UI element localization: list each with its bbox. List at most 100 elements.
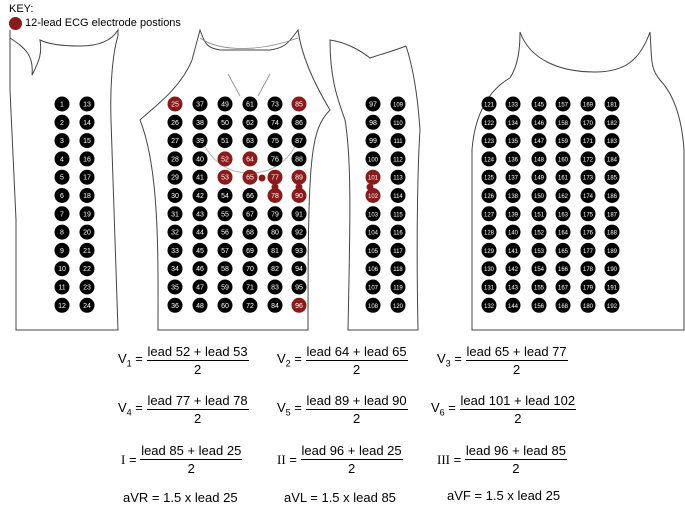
electrode-label-87: 87: [295, 138, 303, 145]
electrode-label-173: 173: [583, 176, 594, 182]
electrode-label-92: 92: [295, 230, 303, 237]
electrode-39: [192, 133, 208, 149]
electrode-93: [291, 242, 307, 258]
electrode-34: [167, 261, 183, 277]
electrode-163: [555, 206, 571, 222]
electrode-label-139: 139: [508, 212, 519, 218]
v1-sub: 1: [126, 358, 132, 369]
electrode-label-4: 4: [60, 156, 64, 163]
electrode-label-7: 7: [60, 211, 64, 218]
electrode-label-137: 137: [508, 176, 519, 182]
electrode-label-29: 29: [171, 175, 179, 182]
electrode-42: [192, 188, 208, 203]
electrode-114: [390, 188, 406, 203]
electrode-29: [167, 169, 183, 185]
v3-numerator: lead 65 + lead 77: [465, 344, 568, 361]
electrode-63: [242, 133, 258, 149]
electrode-102: [365, 188, 381, 203]
v6-denominator: 2: [514, 411, 522, 426]
electrode-25: [167, 96, 183, 112]
electrode-22: [79, 261, 95, 277]
electrode-189: [604, 242, 620, 258]
electrode-127: [481, 206, 497, 222]
electrode-label-192: 192: [607, 304, 618, 310]
electrode-label-53: 53: [221, 175, 229, 182]
electrode-82: [267, 261, 283, 277]
electrode-label-57: 57: [221, 248, 229, 255]
electrode-155: [531, 279, 547, 295]
electrode-label-46: 46: [196, 266, 204, 273]
electrode-label-65: 65: [246, 175, 254, 182]
v1-denominator: 2: [193, 362, 202, 377]
electrode-187: [604, 206, 620, 222]
electrode-label-76: 76: [271, 156, 279, 163]
electrode-123: [481, 133, 497, 149]
electrode-172: [580, 151, 596, 167]
electrode-166: [555, 261, 571, 277]
collar-line: [199, 37, 299, 49]
electrode-47: [192, 279, 208, 295]
electrode-24: [79, 297, 95, 313]
electrode-160: [555, 151, 571, 167]
electrode-51: [217, 133, 233, 149]
electrode-192: [604, 297, 620, 313]
electrode-label-121: 121: [484, 103, 495, 109]
electrode-label-164: 164: [558, 231, 569, 237]
electrode-85: [291, 96, 307, 112]
electrode-73: [267, 96, 283, 112]
electrode-label-157: 157: [558, 103, 569, 109]
electrode-177: [580, 242, 596, 258]
electrode-6: [54, 188, 70, 203]
electrode-67: [242, 206, 258, 222]
electrode-label-37: 37: [196, 102, 204, 109]
electrode-168: [555, 297, 571, 313]
v6-sub: 6: [439, 407, 445, 418]
electrode-label-8: 8: [60, 230, 64, 237]
electrode-label-83: 83: [271, 285, 279, 292]
v2-numerator: lead 64 + lead 65: [305, 344, 408, 361]
electrode-label-136: 136: [508, 157, 519, 163]
electrode-label-163: 163: [558, 212, 569, 218]
electrode-label-56: 56: [221, 230, 229, 237]
electrode-133: [505, 96, 521, 112]
electrode-label-97: 97: [369, 102, 377, 109]
electrode-label-106: 106: [368, 267, 379, 273]
electrode-label-72: 72: [246, 303, 254, 310]
electrode-label-22: 22: [83, 266, 91, 273]
electrode-label-156: 156: [534, 304, 545, 310]
electrode-179: [580, 279, 596, 295]
electrode-191: [604, 279, 620, 295]
v4-denominator: 2: [193, 411, 202, 426]
electrode-label-64: 64: [246, 156, 254, 163]
electrode-140: [505, 224, 521, 240]
electrode-87: [291, 133, 307, 149]
electrode-label-174: 174: [583, 194, 594, 200]
electrode-66: [242, 188, 258, 203]
electrode-43: [192, 206, 208, 222]
electrode-11: [54, 279, 70, 295]
electrode-92: [291, 224, 307, 240]
electrode-188: [604, 224, 620, 240]
electrode-131: [481, 279, 497, 295]
electrode-label-19: 19: [83, 211, 91, 218]
electrode-71: [242, 279, 258, 295]
electrode-35: [167, 279, 183, 295]
electrode-label-14: 14: [83, 120, 91, 127]
electrode-label-180: 180: [583, 304, 594, 310]
electrode-label-138: 138: [508, 194, 519, 200]
electrode-74: [267, 114, 283, 130]
electrode-118: [390, 261, 406, 277]
electrode-label-125: 125: [484, 176, 495, 182]
electrode-142: [505, 261, 521, 277]
electrode-label-6: 6: [60, 193, 64, 200]
electrode-label-31: 31: [171, 211, 179, 218]
electrode-173: [580, 169, 596, 185]
electrode-label-23: 23: [83, 285, 91, 292]
electrode-label-167: 167: [558, 286, 569, 292]
electrode-label-148: 148: [534, 157, 545, 163]
v4-symbol: V: [118, 399, 127, 415]
electrode-label-44: 44: [196, 230, 204, 237]
side-outline: [329, 39, 421, 331]
